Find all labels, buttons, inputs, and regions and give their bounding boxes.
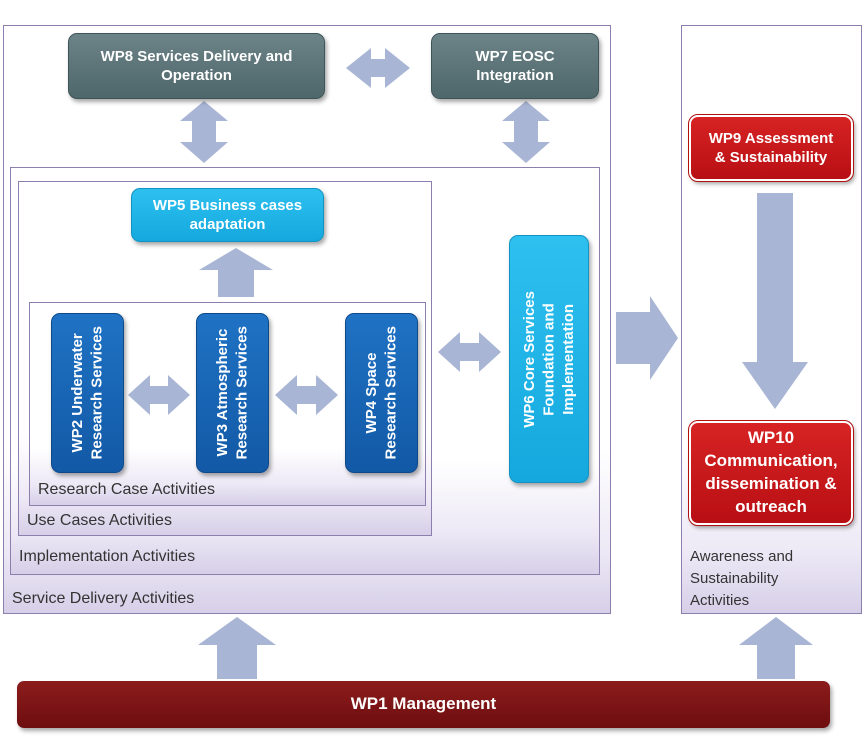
service-delivery-label: Service Delivery Activities (12, 590, 195, 607)
wp4-box: WP4 Space Research Services (345, 313, 418, 473)
arrow-research-wp6 (438, 332, 501, 372)
arrow-wp8-implementation (180, 101, 228, 163)
wp1-bar: WP1 Management (17, 681, 830, 728)
wp3-box: WP3 Atmospheric Research Services (196, 313, 269, 473)
awareness-label: Awareness and Sustainability Activities (690, 548, 794, 609)
implementation-label: Implementation Activities (19, 548, 196, 565)
arrow-wp3-wp4 (275, 375, 338, 415)
wp5-box: WP5 Business cases adaptation (131, 188, 324, 242)
arrow-wp9-wp10 (742, 193, 808, 409)
wp9-box: WP9 Assessment & Sustainability (688, 114, 854, 182)
arrow-to-awareness (616, 296, 678, 380)
wp2-box: WP2 Underwater Research Services (51, 313, 124, 473)
wp10-box: WP10 Communication, dissemination & outr… (688, 420, 854, 526)
arrow-wp7-implementation (502, 101, 550, 163)
arrow-wp2-wp3 (128, 375, 190, 415)
arrow-wp8-wp7 (346, 48, 410, 88)
wp7-box: WP7 EOSC Integration (431, 33, 599, 99)
wp6-box: WP6 Core Services Foundation and Impleme… (509, 235, 589, 483)
use-cases-label: Use Cases Activities (27, 512, 172, 529)
research-case-label: Research Case Activities (38, 481, 215, 498)
arrow-up-to-wp5 (199, 248, 273, 297)
arrow-wp1-awareness (739, 617, 813, 679)
arrow-wp1-service-delivery (198, 617, 276, 679)
wp8-box: WP8 Services Delivery and Operation (68, 33, 325, 99)
